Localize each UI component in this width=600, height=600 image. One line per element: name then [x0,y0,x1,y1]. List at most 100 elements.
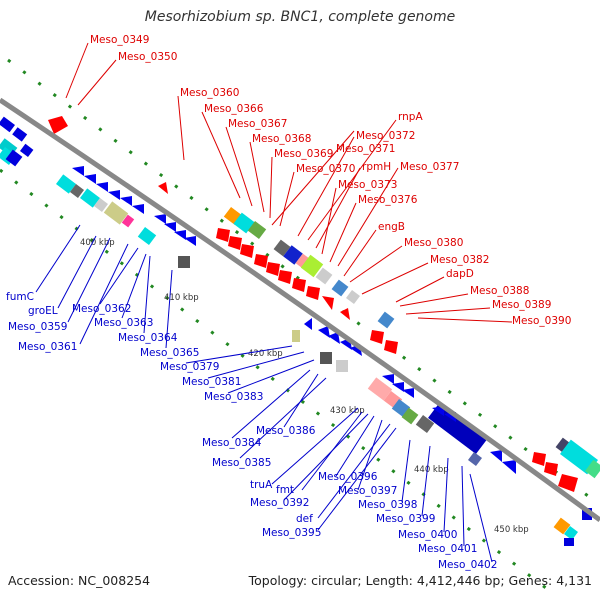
leader-line [225,126,253,207]
gene-label-reverse: Meso_0379 [160,361,219,373]
gene-label-forward: Meso_0367 [228,118,287,130]
gene-label-reverse: fumC [6,291,34,303]
scale-label: 410 kbp [164,293,199,303]
leader-line [337,167,399,267]
gene-arrow [154,214,166,224]
scale-label: 430 kbp [330,406,365,416]
gene-label-reverse: Meso_0401 [418,543,477,555]
leader-line [315,167,361,249]
gene-label-forward: Meso_0371 [336,143,395,155]
gene-block [401,407,419,425]
gene-block [553,517,571,535]
leader-line [35,224,81,293]
accession-text: Accession: NC_008254 [8,573,151,588]
gene-label-forward: Meso_0380 [404,237,463,249]
gene-arrow [158,182,168,194]
gene-arrow [402,388,414,398]
leader-line [99,247,139,305]
topology-text: Topology: circular; Length: 4,412,446 bp… [248,573,592,588]
gene-block [584,459,600,479]
gene-block [377,311,395,329]
scale-labels: 400 kbp 410 kbp 420 kbp 430 kbp 440 kbp … [80,238,529,535]
gene-label-forward: Meso_0376 [358,194,418,206]
forward-callouts [65,42,513,323]
gene-label-forward: dapD [446,268,474,280]
gene-block [56,174,76,194]
gene-block [563,525,579,541]
gene-label-reverse: Meso_0385 [212,457,271,469]
gene-arrow [340,308,350,320]
gene-arrow [120,196,132,206]
gene-arrow [228,236,242,250]
gene-arrow [382,374,394,384]
leader-line [357,419,383,491]
reverse-strand-features [0,146,592,546]
gene-label-reverse: Meso_0397 [338,485,397,497]
gene-block [331,279,349,297]
leader-line [65,42,89,99]
gene-label-forward: rpmH [362,161,391,173]
leader-line [297,136,355,237]
leader-line [249,141,265,213]
gene-arrow [240,244,254,258]
leader-line [77,59,117,106]
gene-label-reverse: Meso_0398 [358,499,417,511]
scale-label: 420 kbp [248,349,283,359]
gene-block [336,360,348,372]
leader-line [361,262,429,295]
leader-line [307,119,397,241]
gene-block [12,127,28,142]
gene-block [283,245,303,265]
gene-label-forward: Meso_0372 [356,130,415,142]
gene-arrow [84,174,96,184]
gene-block [415,414,435,434]
gene-arrow [532,452,546,466]
leader-line [165,269,173,349]
scale-label: 400 kbp [80,238,115,248]
gene-arrow [278,270,292,284]
gene-label-forward: Meso_0388 [470,285,529,297]
leader-line [401,439,411,503]
leader-line [461,465,465,547]
gene-arrow [96,182,108,192]
leader-line [469,473,493,563]
gene-arrow [254,254,268,268]
gene-block [560,439,598,475]
gene-block [19,143,34,158]
gene-arrow [322,296,334,310]
leader-line [395,276,445,303]
gene-label-forward: rnpA [398,111,423,123]
forward-strand-features [0,116,600,492]
leader-line [283,413,369,501]
gene-block [80,188,100,208]
gene-arrow [108,190,120,200]
gene-block [103,201,129,225]
gene-arrow [304,318,312,330]
leader-line [271,407,359,485]
gene-arrow [292,278,306,292]
leader-line [79,243,129,345]
leader-line [279,171,295,227]
gene-label-reverse: Meso_0383 [204,391,263,403]
gene-label-reverse: Meso_0399 [376,513,435,525]
gene-arrow [432,406,444,416]
leader-line [443,457,449,533]
gene-label-reverse: Meso_0400 [398,529,457,541]
leader-line [269,156,273,219]
inner-tick-line [0,168,556,597]
gene-arrow [558,474,578,492]
gene-label-reverse: Meso_0362 [72,303,131,315]
gene-block [233,212,255,234]
gene-block [582,508,592,520]
gene-block [178,256,190,268]
leader-line [177,95,185,161]
gene-label-forward: Meso_0370 [296,163,355,175]
gene-arrow [132,204,144,214]
gene-arrow [544,462,558,476]
leader-line [343,229,377,277]
leader-line [227,359,315,394]
gene-arrow [48,116,68,134]
gene-block [5,149,23,167]
